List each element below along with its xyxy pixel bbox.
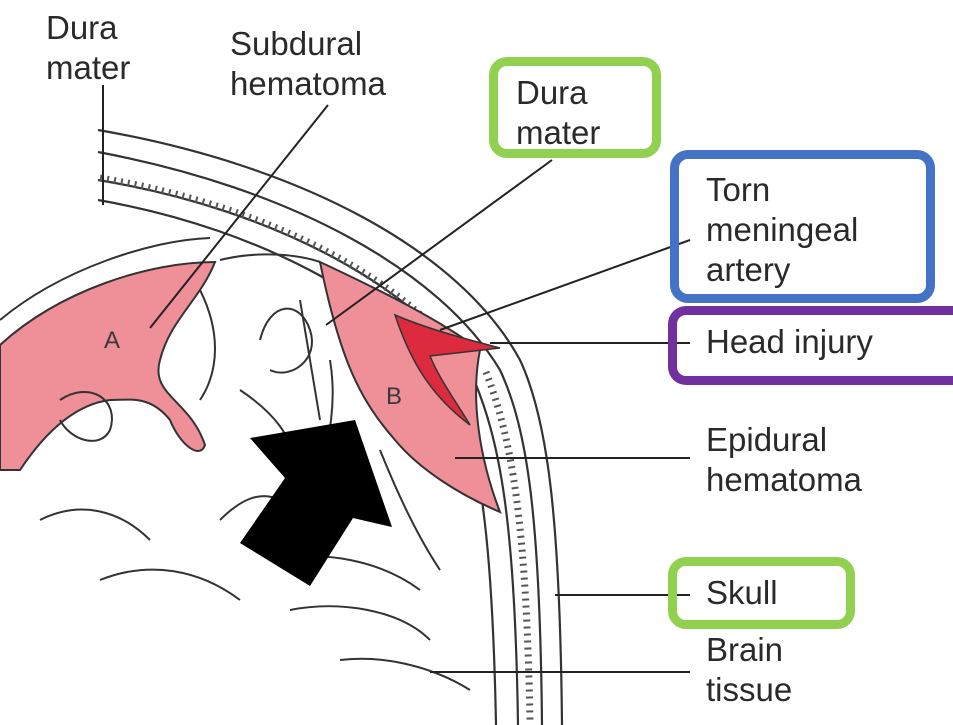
region-b-label: B [386,383,402,411]
dura-mater-boxed-label: Dura mater [516,73,600,153]
subdural-hematoma-label: Subdural hematoma [230,24,386,104]
torn-meningeal-artery-label: Torn meningeal artery [706,170,858,290]
subdural-hematoma-shape [0,262,215,470]
black-arrow-icon [240,420,392,586]
dura-mater-label: Dura mater [46,8,130,88]
skull-label: Skull [706,573,778,613]
region-a-label: A [104,327,120,355]
head-injury-label: Head injury [706,322,873,362]
brain-tissue-label: Brain tissue [706,630,792,710]
epidural-hematoma-label: Epidural hematoma [706,420,862,500]
